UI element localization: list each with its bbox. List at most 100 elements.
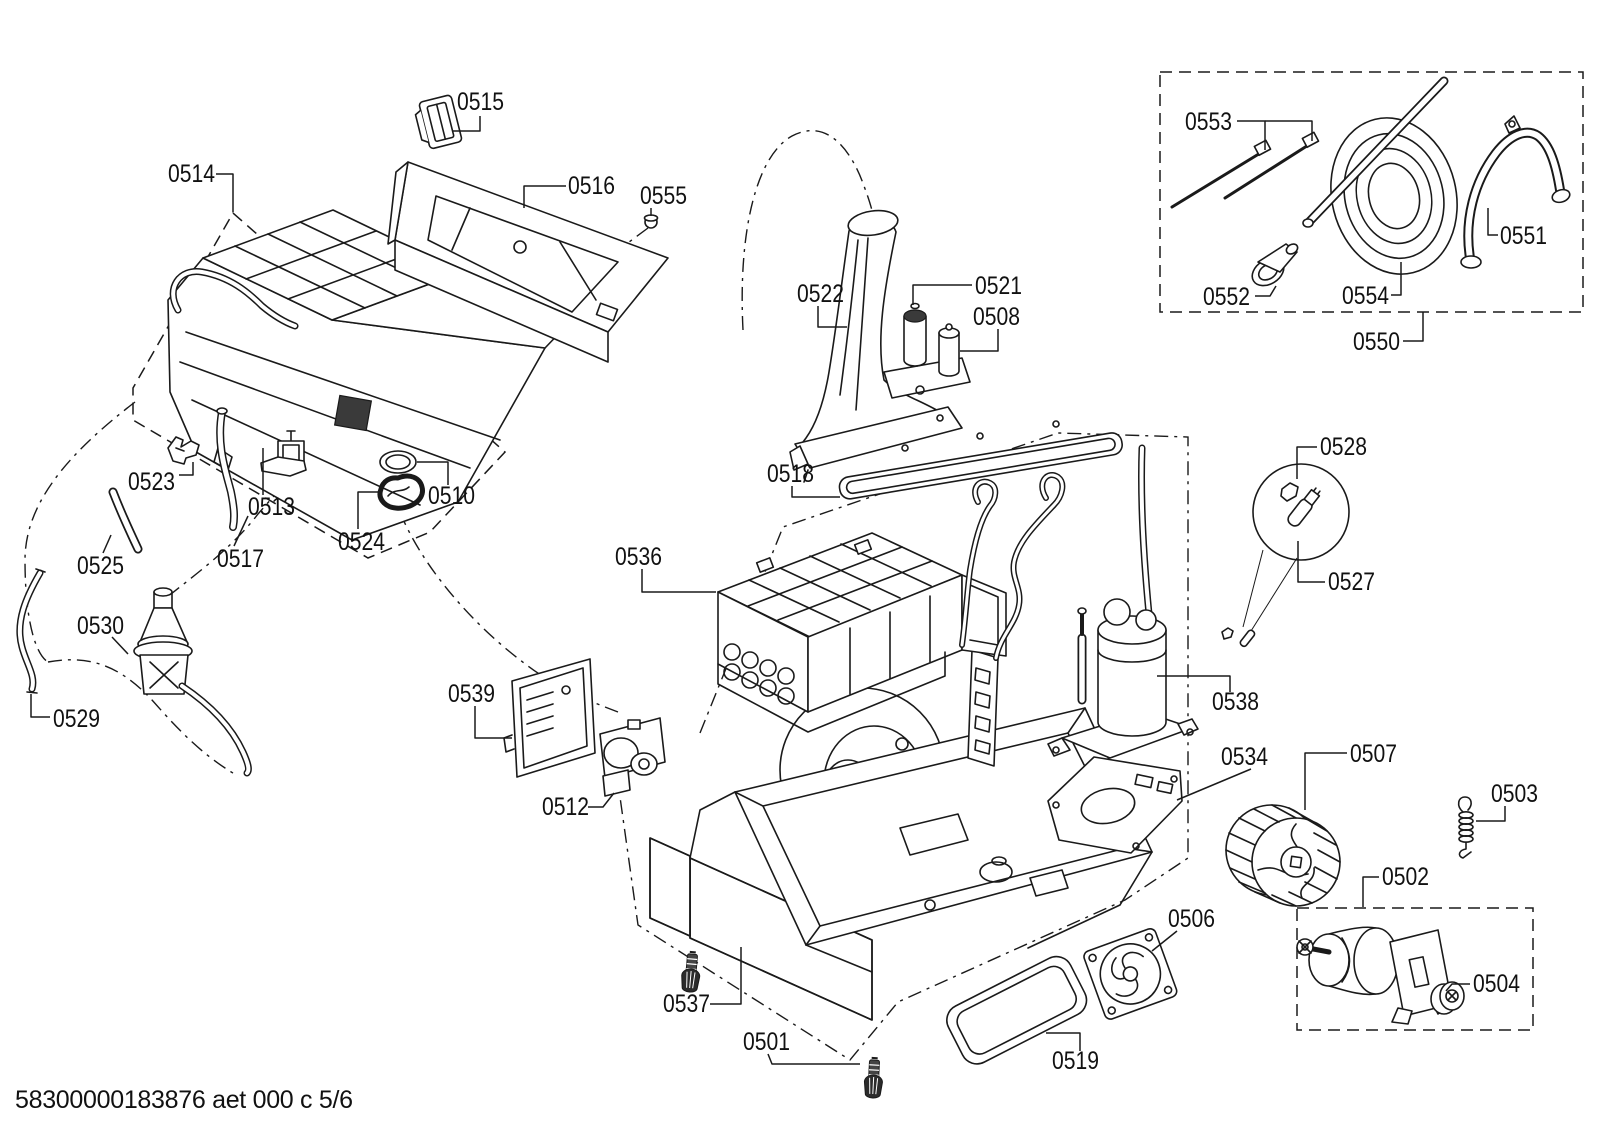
group-boxes (1159, 71, 1584, 1031)
part-label-0501: 0501 (743, 1028, 790, 1056)
part-label-0522: 0522 (797, 280, 844, 308)
part-0553-art (1170, 131, 1320, 209)
part-label-0502: 0502 (1382, 863, 1429, 891)
part-0523-art (167, 436, 200, 465)
part-0513-art (260, 430, 307, 477)
part-0503-art (1457, 796, 1474, 859)
leader-0515 (452, 116, 481, 132)
part-0538-art (1047, 598, 1199, 759)
part-0536-art (717, 532, 1007, 733)
leader-lines (30, 116, 1506, 1065)
detail-magnifier-0527-0528 (1221, 463, 1350, 648)
part-0521-art (903, 302, 927, 367)
part-0508-art (938, 323, 960, 377)
part-label-0515: 0515 (457, 88, 504, 116)
leader-0530 (111, 636, 129, 655)
leader-0524 (357, 491, 381, 529)
part-label-0530: 0530 (77, 612, 124, 640)
part-0539-art (503, 658, 596, 778)
leader-0518 (791, 486, 840, 498)
part-label-0521: 0521 (975, 272, 1022, 300)
leader-0507 (1304, 752, 1347, 810)
part-0502-art (1296, 926, 1453, 1025)
part-0525-art (108, 487, 143, 554)
group-boundary-0514 (132, 211, 507, 559)
leader-0503 (1476, 806, 1506, 822)
part-label-0512: 0512 (542, 793, 589, 821)
part-label-0504: 0504 (1473, 970, 1520, 998)
part-label-0537: 0537 (663, 990, 710, 1018)
part-label-0506: 0506 (1168, 905, 1215, 933)
part-label-0555: 0555 (640, 182, 687, 210)
part-label-0552: 0552 (1203, 283, 1250, 311)
part-0518-art (838, 420, 1123, 500)
leader-0522 (817, 306, 847, 328)
leader-0537 (710, 947, 742, 1005)
leader-0514 (216, 173, 234, 212)
leader-0550 (1403, 312, 1424, 342)
part-label-0514: 0514 (168, 160, 215, 188)
leader-0554 (1391, 262, 1402, 296)
leader-0508 (960, 329, 999, 352)
leader-0519 (1046, 1032, 1081, 1051)
leader-0516 (523, 185, 566, 208)
part-label-0518: 0518 (767, 460, 814, 488)
leader-0501 (767, 1053, 860, 1065)
part-0551-art (1460, 115, 1571, 269)
leader-0510 (417, 461, 449, 485)
wire-harness-hooks (959, 444, 1153, 661)
part-label-0510: 0510 (428, 482, 475, 510)
leader-0528 (1296, 446, 1317, 479)
leader-0529 (30, 694, 50, 718)
part-label-0503: 0503 (1491, 780, 1538, 808)
part-label-0538: 0538 (1212, 688, 1259, 716)
part-0516-art (387, 161, 669, 363)
part-0552-art (1251, 243, 1299, 287)
part-0517-art (216, 407, 239, 531)
part-0515-art (414, 94, 463, 150)
part-label-0534: 0534 (1221, 743, 1268, 771)
leader-0552 (1255, 285, 1277, 297)
leader-0502 (1362, 876, 1379, 907)
part-0522-art (789, 209, 971, 483)
part-label-0528: 0528 (1320, 433, 1367, 461)
part-0530-art (133, 587, 252, 777)
part-label-0529: 0529 (53, 705, 100, 733)
part-label-0517: 0517 (217, 545, 264, 573)
part-label-0507: 0507 (1350, 740, 1397, 768)
part-0519-art (946, 955, 1088, 1065)
part-label-0539: 0539 (448, 680, 495, 708)
leader-0525 (102, 534, 112, 554)
part-0506-art (1083, 928, 1178, 1020)
part-0529-art (16, 568, 46, 694)
part-0555-art (643, 214, 659, 229)
group-box-0550 (1159, 71, 1584, 313)
document-number: 58300000183876 aet 000 c 5/6 (15, 1086, 353, 1114)
leader-0534 (1176, 768, 1252, 801)
group-box-0502 (1296, 907, 1534, 1031)
leader-0506 (1151, 930, 1178, 952)
part-0510-art (379, 450, 417, 474)
leader-0517 (233, 515, 249, 547)
part-label-0525: 0525 (77, 552, 124, 580)
part-label-0551: 0551 (1500, 222, 1547, 250)
part-label-0550: 0550 (1353, 328, 1400, 356)
part-label-0553: 0553 (1185, 108, 1232, 136)
part-0507-art (1225, 804, 1341, 907)
leader-0527 (1297, 541, 1325, 583)
part-0524-art (377, 473, 425, 511)
leader-0553 (1265, 120, 1313, 141)
part-label-0524: 0524 (338, 528, 385, 556)
part-label-0554: 0554 (1342, 282, 1389, 310)
leader-0521 (912, 284, 972, 305)
part-label-0527: 0527 (1328, 568, 1375, 596)
part-label-0508: 0508 (973, 303, 1020, 331)
leader-0551 (1487, 208, 1498, 236)
part-0504-art (1430, 981, 1465, 1015)
part-0512-art (599, 717, 666, 797)
leader-0523 (179, 462, 194, 476)
leader-0504 (1445, 983, 1470, 992)
leader-0512 (588, 792, 615, 808)
